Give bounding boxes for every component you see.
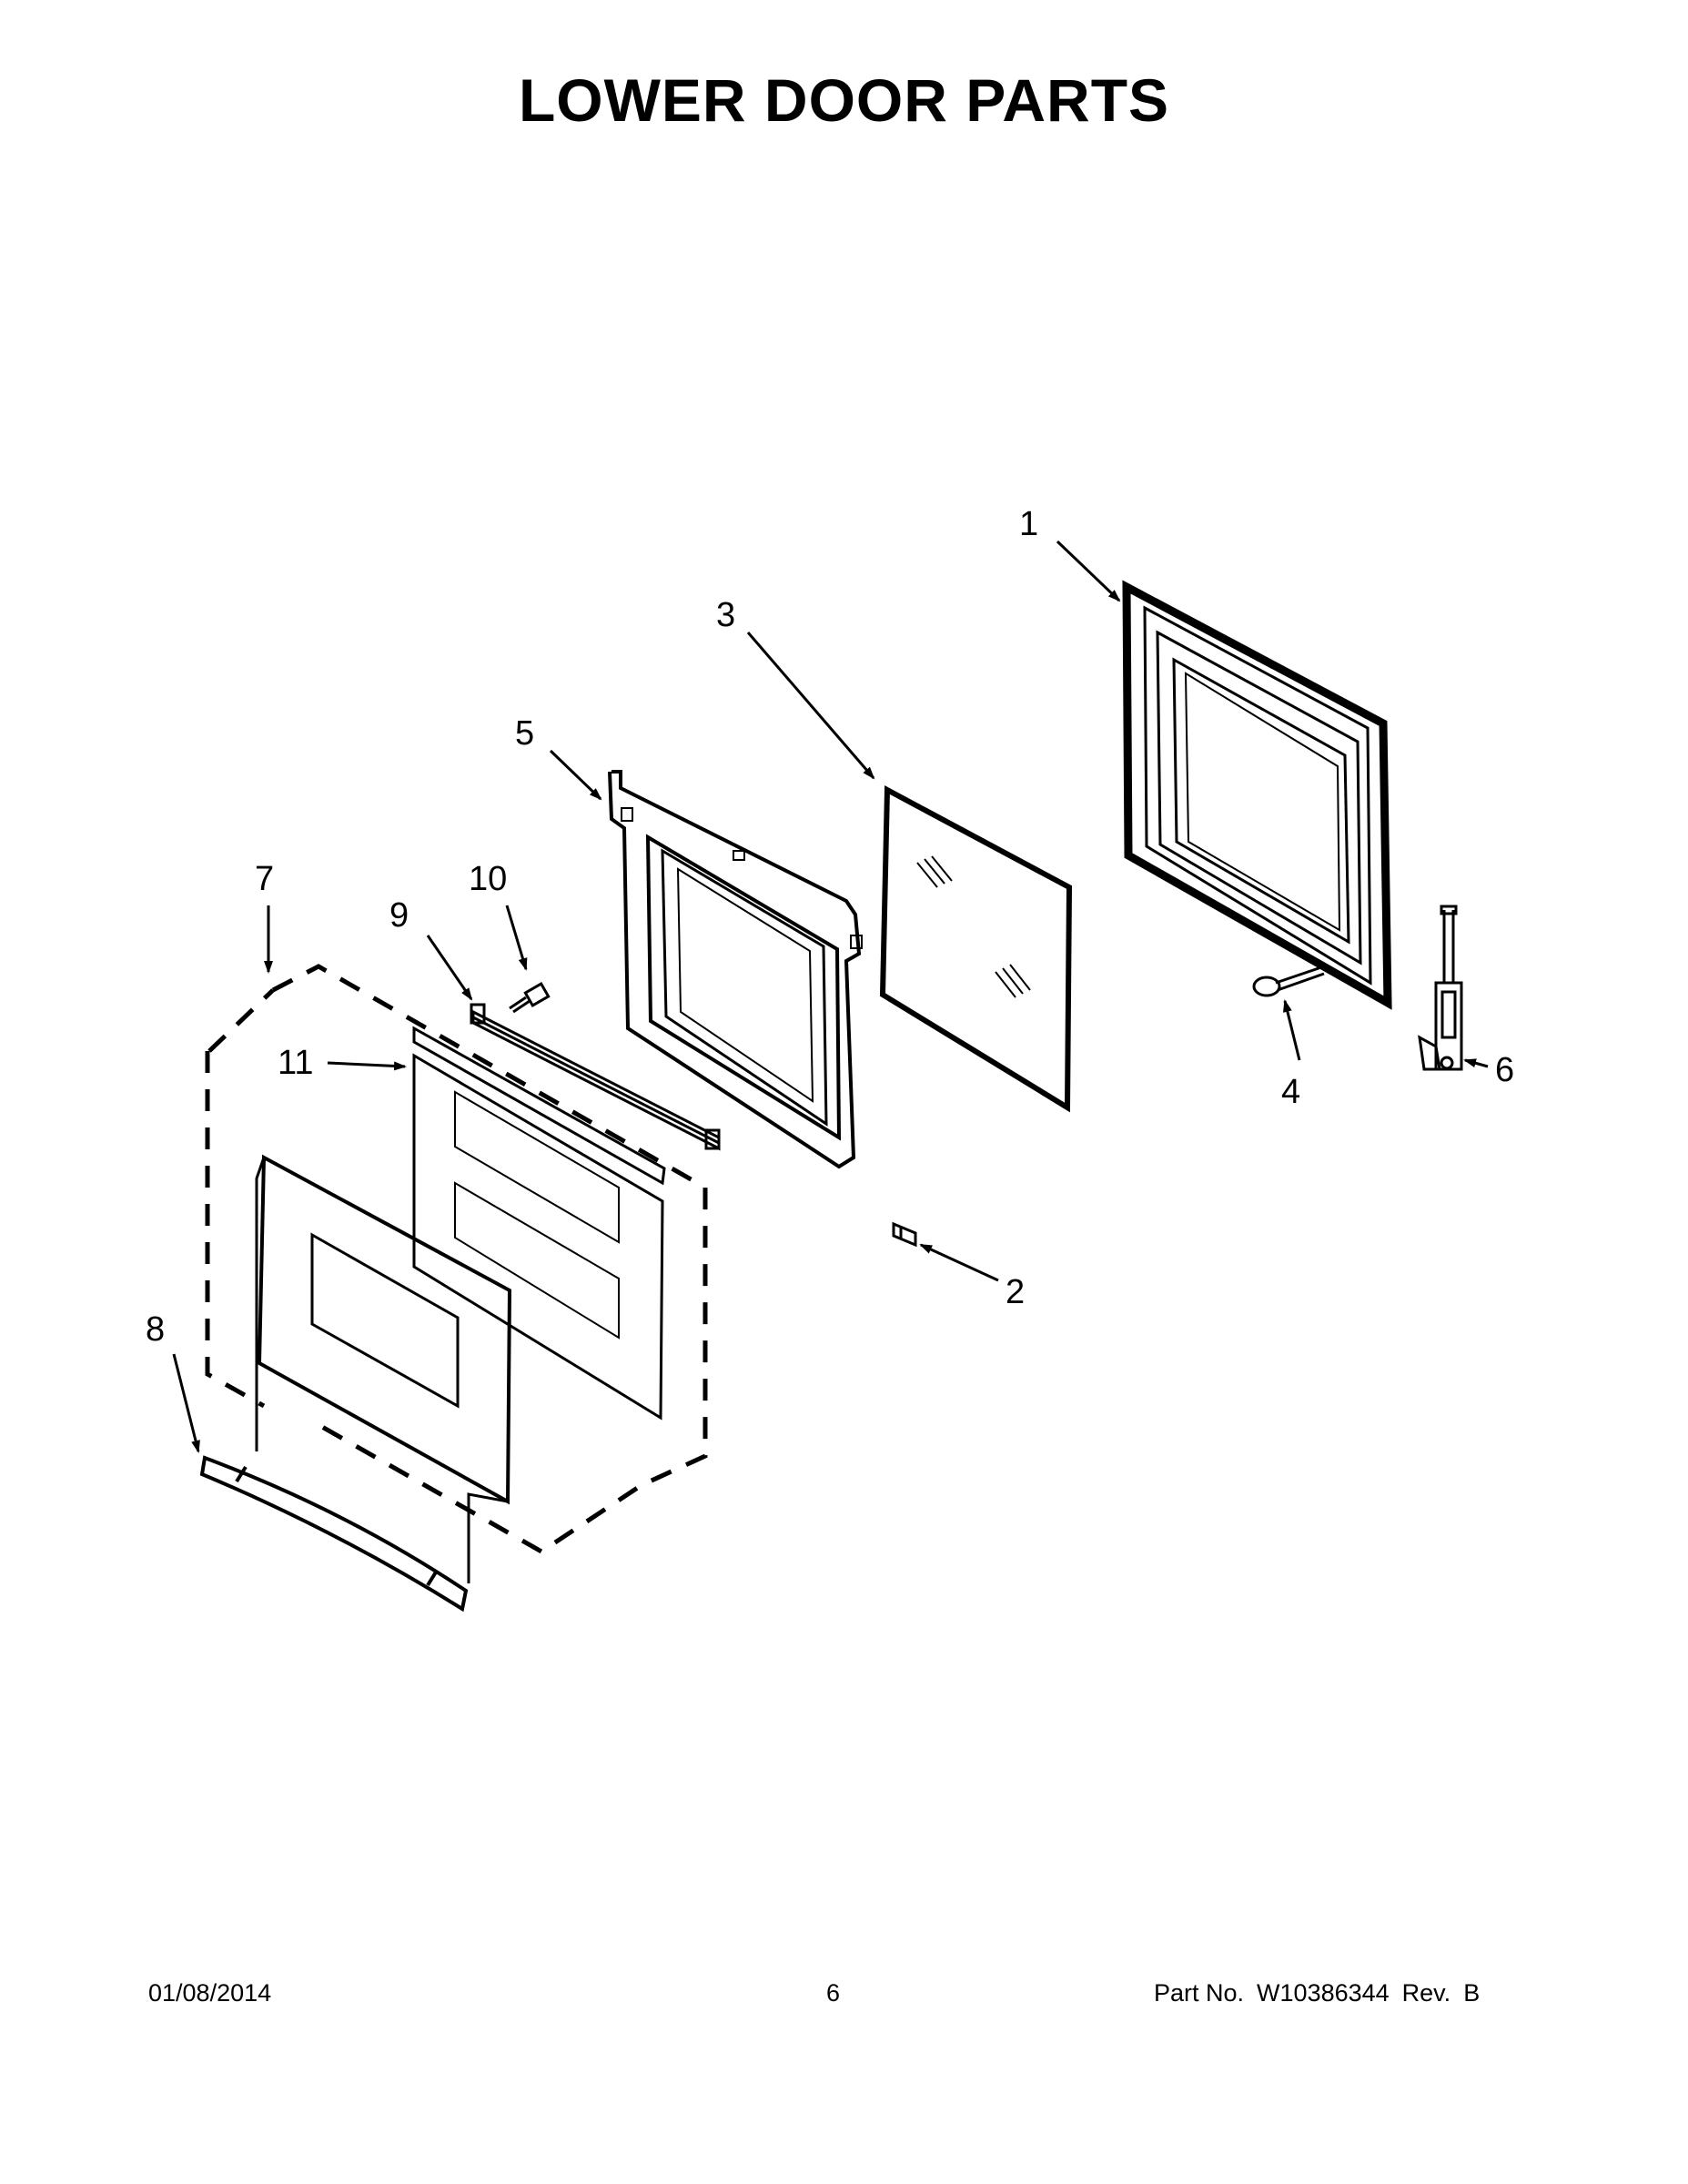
- leader-3: [746, 632, 875, 780]
- leader-5: [549, 749, 602, 801]
- callout-6: 6: [1495, 1051, 1514, 1089]
- callout-9: 9: [389, 896, 409, 935]
- revision-label: Rev.: [1401, 1979, 1451, 2007]
- callout-7: 7: [255, 860, 274, 898]
- callout-2: 2: [1006, 1273, 1025, 1311]
- callout-8: 8: [146, 1310, 165, 1349]
- part-11-insulation-panel: [412, 1026, 666, 1421]
- part-2-clip: [892, 1221, 917, 1248]
- leader-1: [1056, 540, 1121, 602]
- part-10-screw: [509, 982, 551, 1014]
- part-number: W10386344: [1257, 1979, 1390, 2007]
- footer-part-info: Part No. W10386344 Rev. B: [1154, 1979, 1492, 2007]
- leader-11: [327, 1061, 407, 1071]
- leader-2: [919, 1243, 999, 1282]
- part-4-door-stop: [1252, 965, 1325, 997]
- part-9-hinge-bar: [470, 1003, 721, 1151]
- callout-1: 1: [1019, 505, 1038, 543]
- revision: B: [1463, 1979, 1481, 2007]
- footer-date: 01/08/2014: [148, 1979, 272, 2007]
- part-7-door-assembly-outline: [205, 964, 708, 1554]
- page-title: LOWER DOOR PARTS: [518, 66, 1170, 134]
- part-3-glass-panel: [879, 785, 1073, 1113]
- callout-5: 5: [515, 714, 534, 753]
- leader-4: [1283, 999, 1301, 1061]
- callout-10: 10: [469, 860, 507, 898]
- leader-6: [1463, 1058, 1489, 1068]
- part-8-door-handle: [199, 1455, 469, 1613]
- part-6-hinge: [1418, 905, 1463, 1071]
- callout-11: 11: [278, 1044, 313, 1082]
- part-5-door-frame: [608, 770, 863, 1169]
- part-number-label: Part No.: [1154, 1979, 1245, 2007]
- callout-3: 3: [716, 596, 735, 634]
- part-1-inner-door-panel: [1122, 580, 1392, 1010]
- part-7-outer-door-glass: [255, 1154, 512, 1583]
- footer-page-number: 6: [826, 1979, 841, 2007]
- leader-10: [505, 905, 528, 971]
- leader-8: [172, 1353, 200, 1453]
- leader-9: [426, 935, 473, 1001]
- callout-4: 4: [1281, 1073, 1300, 1111]
